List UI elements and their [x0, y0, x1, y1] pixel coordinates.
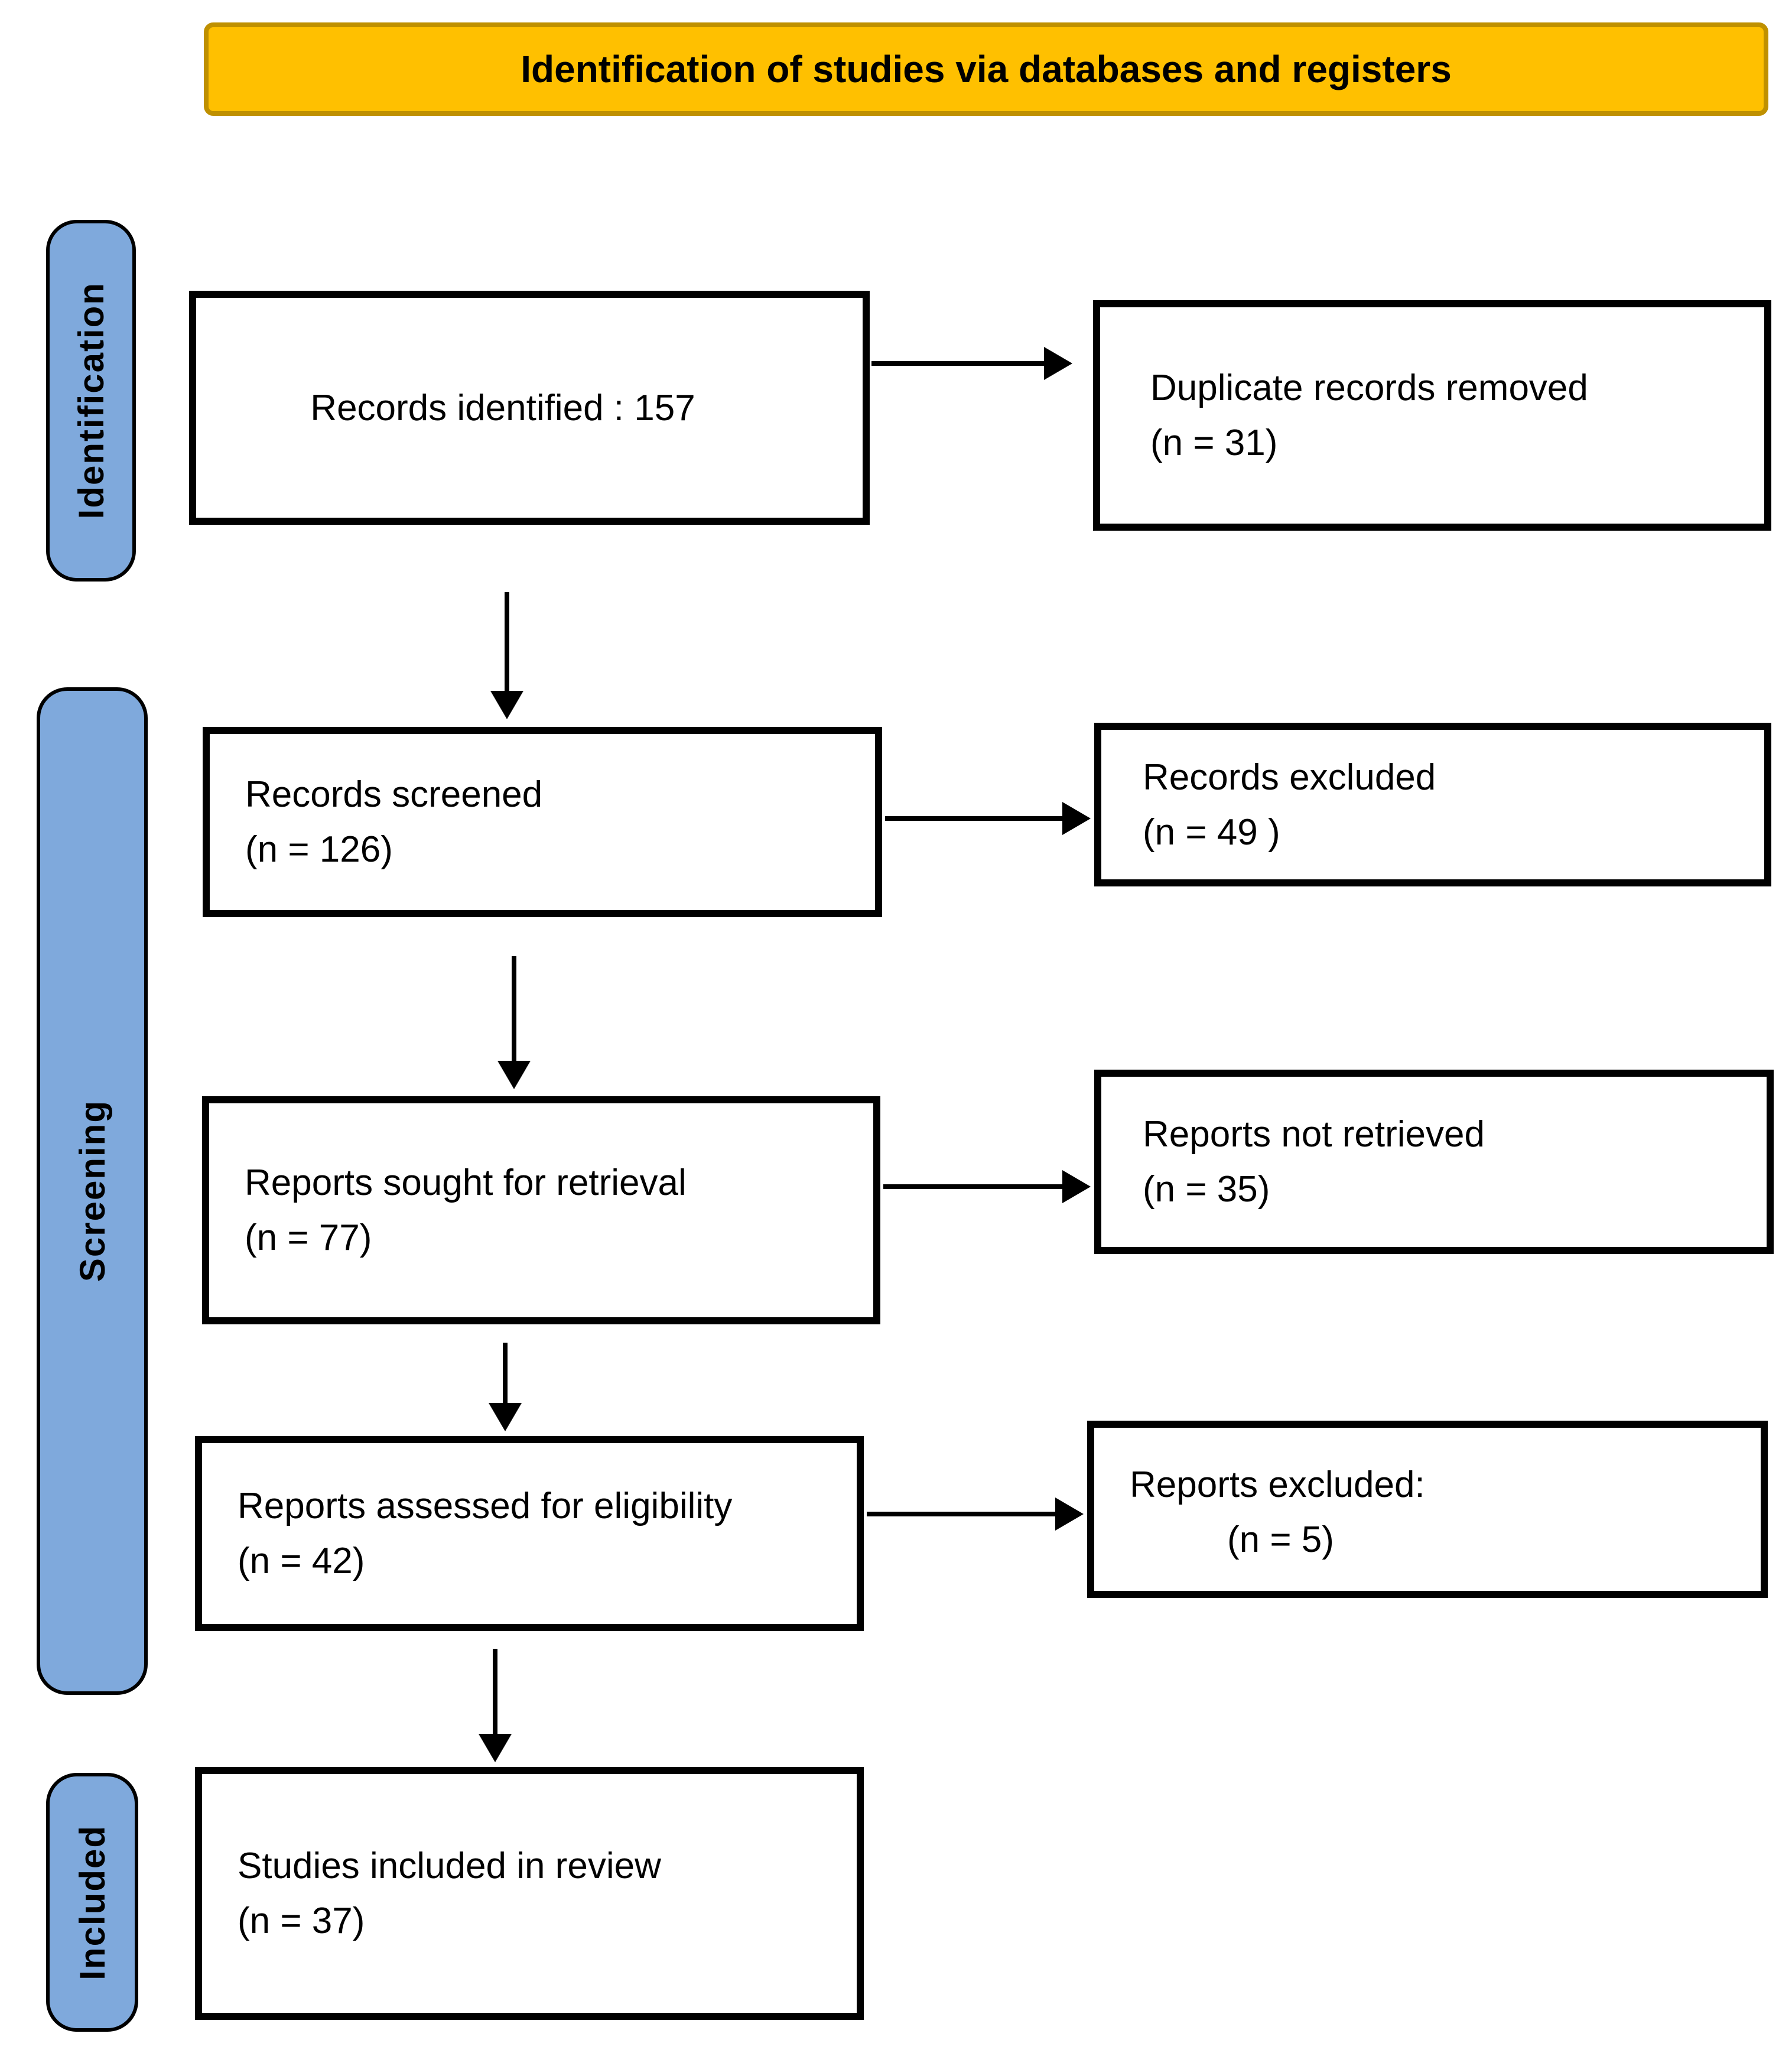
box-records-excluded-line1: Records excluded [1143, 756, 1436, 798]
arrow-right-icon [1062, 802, 1091, 835]
arrow-line [871, 361, 1048, 366]
stage-included: Included [46, 1773, 138, 2032]
box-reports-assessed-line2: (n = 42) [238, 1541, 365, 1581]
box-reports-not-retrieved-line2: (n = 35) [1143, 1169, 1270, 1210]
stage-screening: Screening [37, 687, 148, 1695]
box-studies-included-line1: Studies included in review [238, 1846, 661, 1886]
arrow-line [505, 592, 509, 694]
box-records-excluded-line2: (n = 49 ) [1143, 811, 1280, 853]
arrow-line [867, 1512, 1059, 1516]
box-records-identified: Records identified : 157 [189, 291, 870, 525]
arrow-sought-to-not-retrieved [883, 1170, 1091, 1203]
box-reports-excluded-line2: (n = 5) [1227, 1519, 1334, 1560]
box-records-screened-line2: (n = 126) [245, 829, 393, 870]
box-records-screened-line1: Records screened [245, 774, 543, 815]
arrow-assessed-to-reports-excluded [867, 1497, 1084, 1531]
arrow-down-icon [489, 1403, 522, 1431]
stage-included-label: Included [72, 1824, 112, 1980]
arrow-down-icon [490, 691, 523, 719]
box-reports-not-retrieved: Reports not retrieved (n = 35) [1094, 1070, 1774, 1254]
arrow-line [885, 816, 1066, 821]
box-duplicates-removed-line2: (n = 31) [1150, 423, 1278, 463]
box-records-excluded: Records excluded (n = 49 ) [1094, 723, 1771, 886]
arrow-right-icon [1044, 347, 1072, 380]
arrow-screened-to-excluded [885, 802, 1091, 835]
box-reports-sought: Reports sought for retrieval (n = 77) [202, 1096, 880, 1324]
box-records-screened: Records screened (n = 126) [203, 727, 882, 917]
arrow-line [883, 1184, 1066, 1189]
arrow-sought-to-assessed [489, 1343, 522, 1431]
arrow-line [512, 956, 516, 1064]
arrow-line [503, 1343, 508, 1406]
arrow-identified-to-screened [490, 592, 523, 719]
box-duplicates-removed-line1: Duplicate records removed [1150, 368, 1588, 408]
arrow-down-icon [479, 1734, 512, 1762]
box-reports-sought-line2: (n = 77) [245, 1217, 372, 1258]
arrow-right-icon [1062, 1170, 1091, 1203]
banner: Identification of studies via databases … [204, 22, 1768, 116]
arrow-right-icon [1055, 1497, 1084, 1531]
box-reports-excluded: Reports excluded: (n = 5) [1087, 1421, 1768, 1598]
banner-title: Identification of studies via databases … [521, 48, 1452, 90]
arrow-screened-to-sought [497, 956, 531, 1089]
box-records-identified-text: Records identified : 157 [310, 387, 695, 428]
box-reports-assessed: Reports assessed for eligibility (n = 42… [195, 1436, 864, 1631]
box-reports-not-retrieved-line1: Reports not retrieved [1143, 1114, 1485, 1155]
stage-identification: Identification [46, 220, 136, 582]
arrow-down-icon [497, 1061, 531, 1089]
box-reports-sought-line1: Reports sought for retrieval [245, 1162, 687, 1203]
arrow-line [493, 1649, 497, 1737]
arrow-assessed-to-included [479, 1649, 512, 1762]
stage-identification-label: Identification [71, 282, 111, 519]
stage-screening-label: Screening [72, 1100, 112, 1282]
box-reports-assessed-line1: Reports assessed for eligibility [238, 1486, 733, 1526]
box-reports-excluded-line1: Reports excluded: [1130, 1464, 1425, 1505]
box-studies-included: Studies included in review (n = 37) [195, 1767, 864, 2020]
box-studies-included-line2: (n = 37) [238, 1901, 365, 1941]
arrow-identified-to-duplicates [871, 347, 1072, 380]
box-duplicates-removed: Duplicate records removed (n = 31) [1093, 300, 1771, 531]
